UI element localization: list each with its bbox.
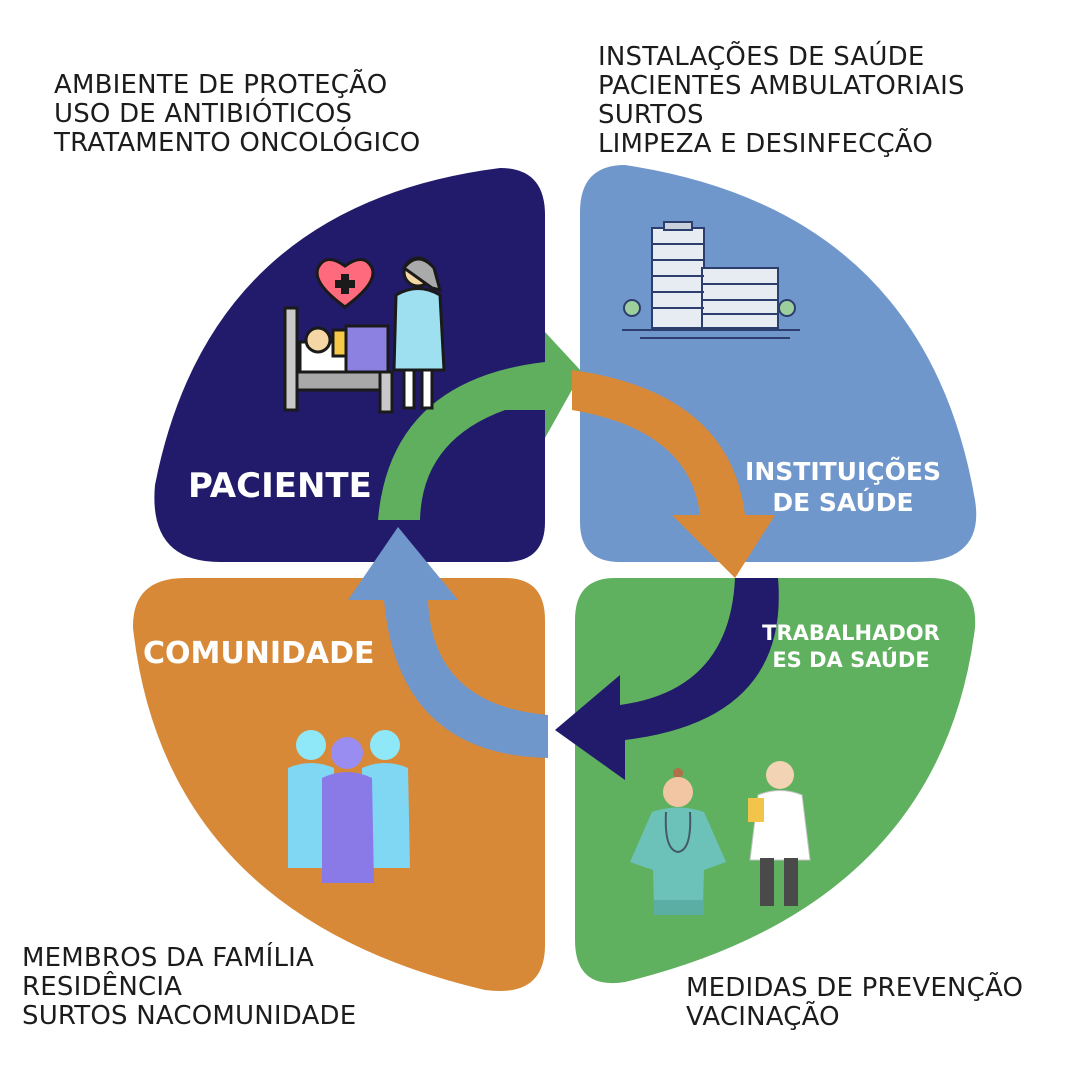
label-instituicoes: INSTITUIÇÕES DE SAÚDE — [738, 456, 948, 518]
note-item: VACINAÇÃO — [686, 1002, 840, 1032]
label-instituicoes-line1: INSTITUIÇÕES — [745, 457, 941, 486]
arrow-green — [378, 332, 582, 520]
note-item: RESIDÊNCIA — [22, 972, 183, 1002]
label-trabalhadores-line2: ES DA SAÚDE — [772, 648, 930, 672]
notes-paciente: AMBIENTE DE PROTEÇÃO USO DE ANTIBIÓTICOS… — [54, 71, 420, 158]
arrow-orange — [572, 370, 775, 578]
note-item: PACIENTES AMBULATORIAIS — [598, 71, 965, 101]
cycle-arrows — [348, 332, 779, 780]
notes-comunidade: MEMBROS DA FAMÍLIA RESIDÊNCIA SURTOS NAC… — [22, 944, 356, 1031]
note-item: INSTALAÇÕES DE SAÚDE — [598, 42, 925, 72]
note-item: SURTOS — [598, 100, 704, 130]
note-item: LIMPEZA E DESINFECÇÃO — [598, 129, 934, 159]
note-item: SURTOS NACOMUNIDADE — [22, 1001, 357, 1031]
arrow-navy — [555, 578, 779, 780]
health-workers-icon — [630, 761, 811, 915]
patient-bed-nurse-icon — [283, 256, 446, 414]
note-item: TRATAMENTO ONCOLÓGICO — [54, 128, 421, 158]
family-group-icon — [288, 730, 410, 883]
notes-trabalhadores: MEDIDAS DE PREVENÇÃO VACINAÇÃO — [686, 974, 1023, 1032]
hospital-building-icon — [622, 221, 800, 339]
label-paciente: PACIENTE — [188, 466, 372, 506]
label-trabalhadores: TRABALHADOR ES DA SAÚDE — [746, 620, 956, 674]
note-item: MEMBROS DA FAMÍLIA — [22, 943, 315, 973]
arrow-blue — [348, 527, 548, 758]
note-item: AMBIENTE DE PROTEÇÃO — [54, 70, 388, 100]
label-trabalhadores-line1: TRABALHADOR — [762, 621, 940, 645]
note-item: MEDIDAS DE PREVENÇÃO — [686, 973, 1024, 1003]
note-item: USO DE ANTIBIÓTICOS — [54, 99, 353, 129]
notes-instituicoes: INSTALAÇÕES DE SAÚDE PACIENTES AMBULATOR… — [598, 43, 965, 159]
label-comunidade: COMUNIDADE — [143, 636, 375, 671]
label-instituicoes-line2: DE SAÚDE — [772, 488, 914, 517]
